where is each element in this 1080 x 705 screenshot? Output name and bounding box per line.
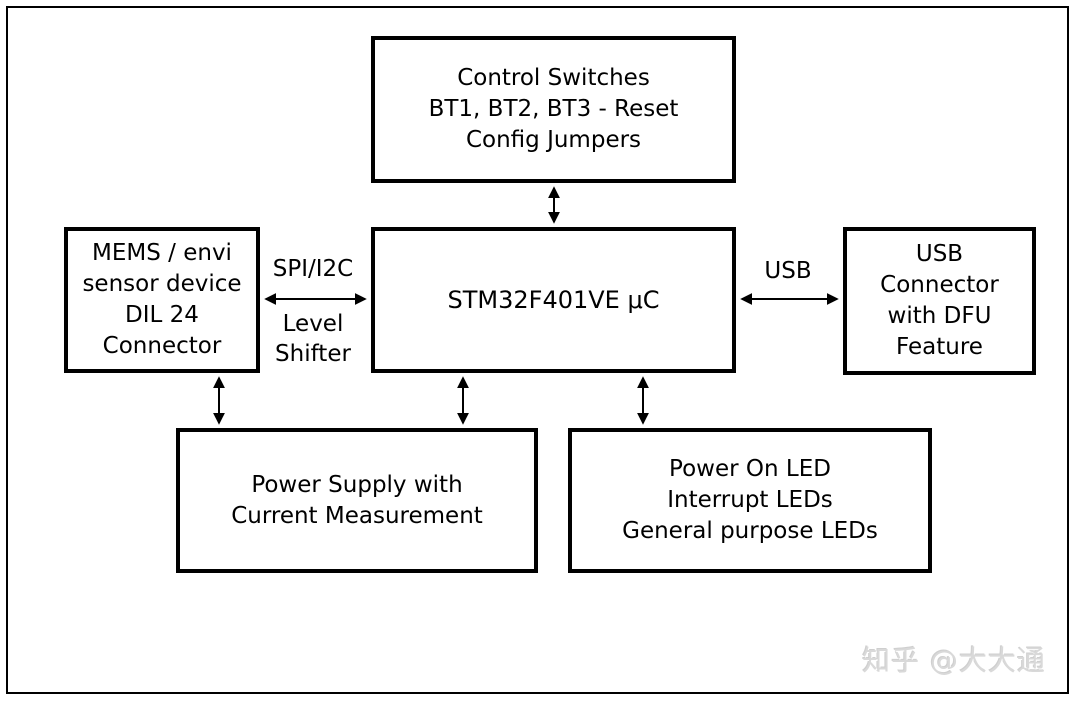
block-power-supply: Power Supply with Current Measurement xyxy=(176,428,538,573)
block-leds: Power On LED Interrupt LEDs General purp… xyxy=(568,428,932,573)
block-usb-connector: USB Connector with DFU Feature xyxy=(843,227,1036,375)
block-leds-label: Power On LED Interrupt LEDs General purp… xyxy=(622,456,878,544)
block-mems-sensor-label: MEMS / envi sensor device DIL 24 Connect… xyxy=(82,240,242,359)
diagram-border xyxy=(6,6,1069,694)
bus-label-usb: USB xyxy=(764,258,812,284)
block-stm32-mcu: STM32F401VE μC xyxy=(371,227,736,373)
block-control-switches: Control Switches BT1, BT2, BT3 - Reset C… xyxy=(371,36,736,183)
block-usb-connector-label: USB Connector with DFU Feature xyxy=(880,241,999,360)
watermark-zhihu: 知乎 @大大通 xyxy=(862,644,1046,677)
bus-label-spi-i2c: SPI/I2C xyxy=(272,256,354,282)
block-control-switches-label: Control Switches BT1, BT2, BT3 - Reset C… xyxy=(428,65,679,153)
bus-label-level-shifter: Level Shifter xyxy=(275,311,351,367)
block-power-supply-label: Power Supply with Current Measurement xyxy=(231,471,483,529)
block-stm32-mcu-label: STM32F401VE μC xyxy=(447,285,660,314)
block-mems-sensor-connector: MEMS / envi sensor device DIL 24 Connect… xyxy=(64,227,260,373)
